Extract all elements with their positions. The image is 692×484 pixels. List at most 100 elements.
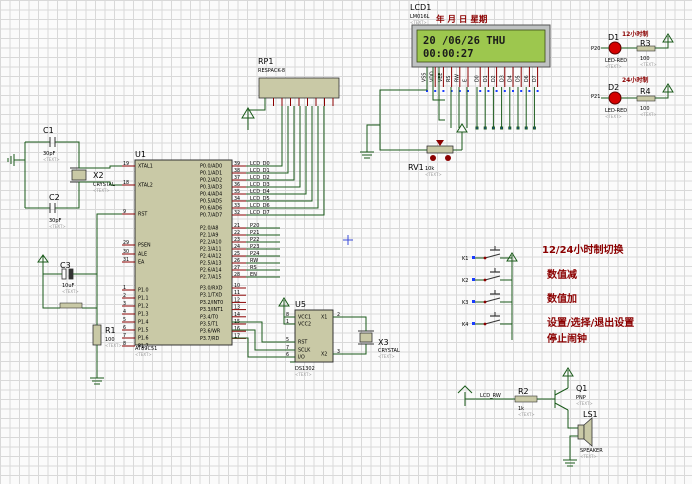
u1-pin-number: 21 — [234, 223, 240, 229]
u1-net-label: LCD_D1 — [250, 168, 270, 174]
lcd1-line2: 00:00:27 — [423, 48, 474, 60]
u5-model: DS1302 — [295, 366, 315, 372]
u1-net-label: P22 — [250, 237, 259, 243]
lcd-pin-label: VSS — [422, 73, 428, 82]
lcd-pin-label: D6 — [524, 75, 530, 82]
key-label-1: 数值减 — [547, 270, 577, 281]
reset-circuit[interactable]: C3 10uF <TEXT> R1 100 <TEXT> — [59, 261, 122, 348]
u1-model: AT89C51 — [135, 346, 157, 352]
x2-ref: X2 — [93, 171, 104, 180]
rv1[interactable]: RV1 10k <TEXT> — [408, 123, 468, 177]
u1-pin-label: P2.3/A11 — [200, 247, 222, 253]
u1-pin-number: 8 — [123, 341, 126, 347]
u1-pin-label: RST — [138, 212, 147, 218]
u1-pin-number: 39 — [234, 161, 240, 167]
u1-pin-label: P3.2/INT0 — [200, 300, 223, 306]
x3-ref: X3 — [378, 338, 389, 347]
u1-net-label: EN — [250, 272, 257, 278]
u1-net-label: P24 — [250, 251, 259, 257]
r2-text: <TEXT> — [518, 412, 535, 417]
rp1-ref: RP1 — [258, 57, 273, 66]
u1-pin-number: 37 — [234, 175, 240, 181]
lcd-pin-label: RW — [454, 74, 460, 82]
u1-pin-label: PSEN — [138, 243, 151, 249]
led-d2[interactable]: D2 LED-RED <TEXT> P21 24小时制 R4 100 <TEXT… — [591, 76, 657, 119]
r1-text: <TEXT> — [105, 343, 122, 348]
lcd1-model: LM016L — [410, 14, 430, 20]
u1-pin-label: EA — [138, 260, 145, 266]
lcd1-text: <TEXT> — [410, 20, 427, 25]
u1-pin-number: 26 — [234, 258, 240, 264]
u5-pin-label: VCC2 — [298, 322, 311, 328]
u1-pin-number: 27 — [234, 265, 240, 271]
u1-pin-label: P3.3/INT1 — [200, 307, 223, 313]
d1-text: <TEXT> — [605, 64, 622, 69]
crosshair-cursor — [343, 235, 353, 245]
u5-pin-label: X2 — [321, 352, 327, 358]
u1-pin-label: P0.2/AD2 — [200, 178, 222, 184]
lcd-pin-wires — [366, 67, 445, 140]
c1-ref: C1 — [43, 126, 54, 135]
c1-text: <TEXT> — [43, 157, 60, 162]
u1-pin-number: 1 — [123, 285, 126, 291]
u5-pin-number: 5 — [286, 337, 289, 343]
c2-value: 30pF — [49, 218, 62, 224]
u1-pin-number: 4 — [123, 309, 126, 315]
lcd-pin-label: D1 — [483, 75, 489, 82]
key-label-4: 停止闹钟 — [547, 334, 587, 345]
u1-pin-number: 6 — [123, 325, 126, 331]
ls1-ref: LS1 — [583, 410, 598, 419]
x2-text: <TEXT> — [93, 188, 110, 193]
r2-net: LCD_RW — [480, 393, 501, 399]
lcd-pin-label: VEE — [438, 73, 444, 82]
u1-pin-number: 31 — [123, 257, 129, 263]
u1-net-label: P21 — [250, 230, 259, 236]
u1-pin-number: 24 — [234, 244, 240, 250]
u5-pin-label: SCLK — [298, 348, 311, 354]
u1-pin-number: 32 — [234, 210, 240, 216]
u1-pin-number: 35 — [234, 189, 240, 195]
crystal-x3[interactable]: X3 CRYSTAL <TEXT> — [358, 330, 400, 359]
u1-pin-number: 30 — [123, 249, 129, 255]
lcd1[interactable]: LCD1 LM016L <TEXT> 年 月 日 星期 20 /06/26 TH… — [410, 3, 551, 92]
d2-model: LED-RED — [605, 108, 627, 114]
u1-pin-label: P2.0/A8 — [200, 226, 218, 232]
u5-pin-number: 8 — [286, 312, 289, 318]
u1-pin-label: P1.4 — [138, 320, 149, 326]
q1-model: PNP — [576, 395, 586, 401]
led-d1[interactable]: D1 LED-RED <TEXT> P20 12小时制 R3 100 <TEXT… — [591, 30, 657, 69]
lcd-pin-label: D0 — [475, 75, 481, 82]
u5-pin-label: I/O — [298, 355, 305, 361]
ls1-model: SPEAKER — [580, 448, 603, 454]
u1-net-label: LCD_D3 — [250, 182, 270, 188]
u1-pin-number: 19 — [123, 161, 129, 167]
buzzer[interactable]: R2 1k <TEXT> LCD_RW Q1 PNP <TEXT> LS1 SP… — [480, 384, 603, 459]
lcd-pin-label: E — [463, 79, 469, 82]
d2-net: P21 — [591, 94, 600, 100]
u1-pin-number: 2 — [123, 293, 126, 299]
x3-model: CRYSTAL — [378, 348, 400, 354]
r3-text: <TEXT> — [640, 62, 657, 67]
d1-net: P20 — [591, 46, 600, 52]
lcd-pin-label: D4 — [508, 75, 514, 82]
key-button-4[interactable] — [483, 322, 487, 326]
key-button-1[interactable] — [483, 256, 487, 260]
u1-net-label: LCD_D5 — [250, 196, 270, 202]
rp1[interactable]: RP1 RESPACK-8 — [258, 57, 340, 106]
lcd-pin-label: D3 — [499, 75, 505, 82]
key-button-2[interactable] — [483, 278, 487, 282]
r1-value: 100 — [105, 337, 115, 343]
u1-pin-number: 3 — [123, 301, 126, 307]
u1-net-label: P20 — [250, 223, 259, 229]
key-label-3: 设置/选择/退出设置 — [547, 318, 635, 329]
u1-pin-label: P2.6/A14 — [200, 268, 222, 274]
u1-pin-number: 13 — [234, 305, 240, 311]
r4-ref: R4 — [640, 87, 651, 96]
key-button-3[interactable] — [483, 300, 487, 304]
lcd-pin-label: D5 — [516, 75, 522, 82]
u1-pin-number: 10 — [234, 283, 240, 289]
